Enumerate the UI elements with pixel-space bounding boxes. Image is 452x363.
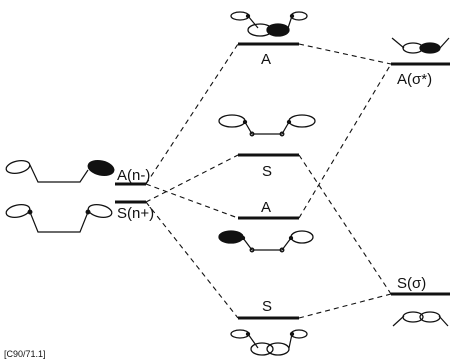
orbital-sketch-right-lower xyxy=(392,311,449,327)
orbital-sketch-mid-top xyxy=(230,11,308,37)
label-left-upper: A(n-) xyxy=(117,167,150,184)
correlation-line xyxy=(298,154,392,295)
orbital-sketch-mid-upper xyxy=(218,114,316,137)
label-mid-upper: S xyxy=(262,163,272,180)
label-mid-bottom: S xyxy=(262,298,272,315)
correlation-line xyxy=(145,43,239,185)
label-mid-lower: A xyxy=(261,199,271,216)
orbital-sketch-right-upper xyxy=(391,37,450,54)
figure-code: [C90/71.1] xyxy=(4,349,46,359)
orbital-sketch-left-lower xyxy=(5,203,113,233)
orbital-sketch-mid-bottom xyxy=(230,329,308,356)
label-mid-top: A xyxy=(261,51,271,68)
correlation-line xyxy=(145,183,239,219)
correlation-line xyxy=(298,43,392,65)
label-right-upper: A(σ*) xyxy=(397,71,432,88)
correlation-line xyxy=(298,63,392,219)
orbital-sketch-left-upper xyxy=(5,159,115,183)
label-left-lower: S(n+) xyxy=(117,205,154,222)
correlation-line xyxy=(145,154,239,203)
label-right-lower: S(σ) xyxy=(397,275,426,292)
correlation-line xyxy=(145,201,239,319)
correlation-line xyxy=(298,293,392,319)
orbital-sketch-mid-lower xyxy=(218,230,314,253)
